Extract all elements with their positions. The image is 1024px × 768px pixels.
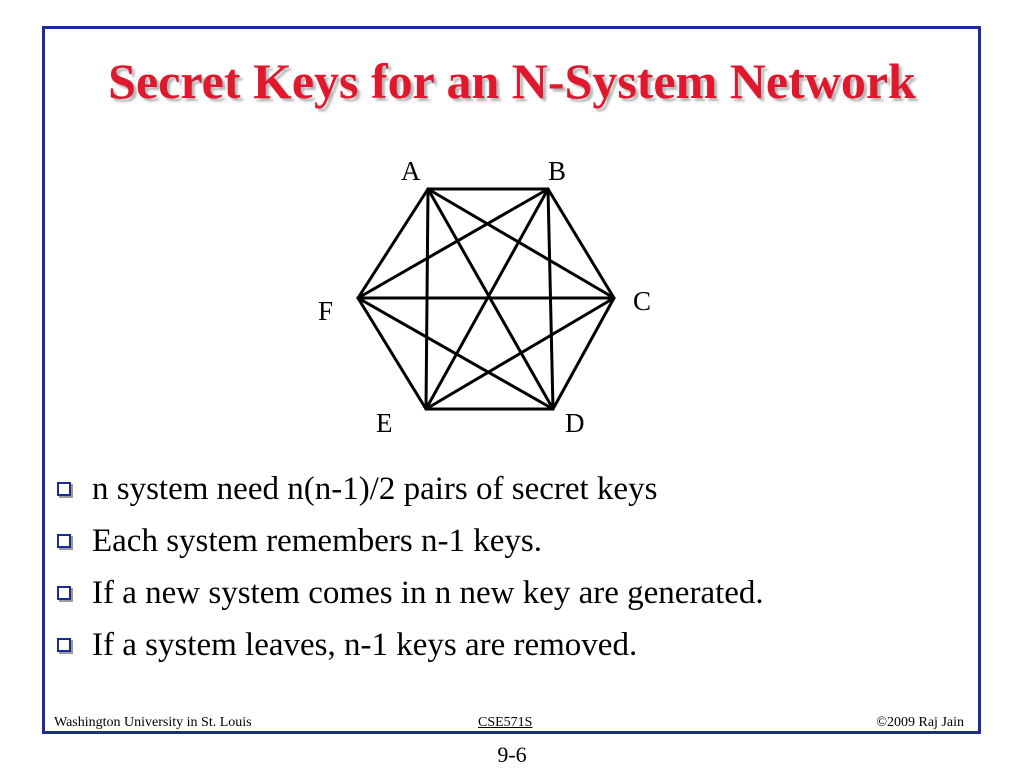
checkbox-bullet-icon	[57, 534, 71, 548]
footer-institution: Washington University in St. Louis	[54, 715, 252, 730]
bullet-item: Each system remembers n-1 keys.	[54, 518, 764, 570]
edge-d-f	[356, 296, 555, 411]
page-number: 9-6	[497, 742, 527, 767]
edge-b-c	[546, 187, 616, 300]
slide-title: Secret Keys for an N-System Network	[108, 53, 916, 109]
footer-copyright: ©2009 Raj Jain	[876, 715, 964, 730]
edge-a-f	[356, 187, 430, 300]
edge-a-c	[426, 187, 616, 300]
slide-frame	[42, 26, 981, 734]
node-label-d: D	[565, 408, 585, 438]
checkbox-bullet-icon	[57, 482, 71, 496]
bullet-text: Each system remembers n-1 keys.	[92, 523, 542, 559]
bullet-text: n system need n(n-1)/2 pairs of secret k…	[92, 471, 658, 507]
bullet-item: If a new system comes in n new key are g…	[54, 570, 764, 622]
bullet-text: If a system leaves, n-1 keys are removed…	[92, 627, 638, 663]
edges-group	[356, 187, 616, 411]
edge-e-f	[356, 296, 428, 411]
bullet-list: n system need n(n-1)/2 pairs of secret k…	[54, 466, 764, 674]
node-label-c: C	[633, 286, 651, 316]
edge-c-d	[551, 296, 616, 411]
node-label-a: A	[401, 156, 421, 186]
edge-b-f	[356, 187, 550, 300]
checkbox-bullet-icon	[57, 638, 71, 652]
node-label-f: F	[318, 296, 333, 326]
edge-c-e	[424, 296, 616, 411]
bullet-item: If a system leaves, n-1 keys are removed…	[54, 622, 764, 674]
bullet-item: n system need n(n-1)/2 pairs of secret k…	[54, 466, 764, 518]
footer-course: CSE571S	[478, 715, 533, 730]
checkbox-bullet-icon	[57, 586, 71, 600]
bullet-text: If a new system comes in n new key are g…	[92, 575, 764, 611]
node-label-b: B	[548, 156, 566, 186]
node-label-e: E	[376, 408, 393, 438]
node-labels-group: A B C D E F	[318, 156, 651, 438]
